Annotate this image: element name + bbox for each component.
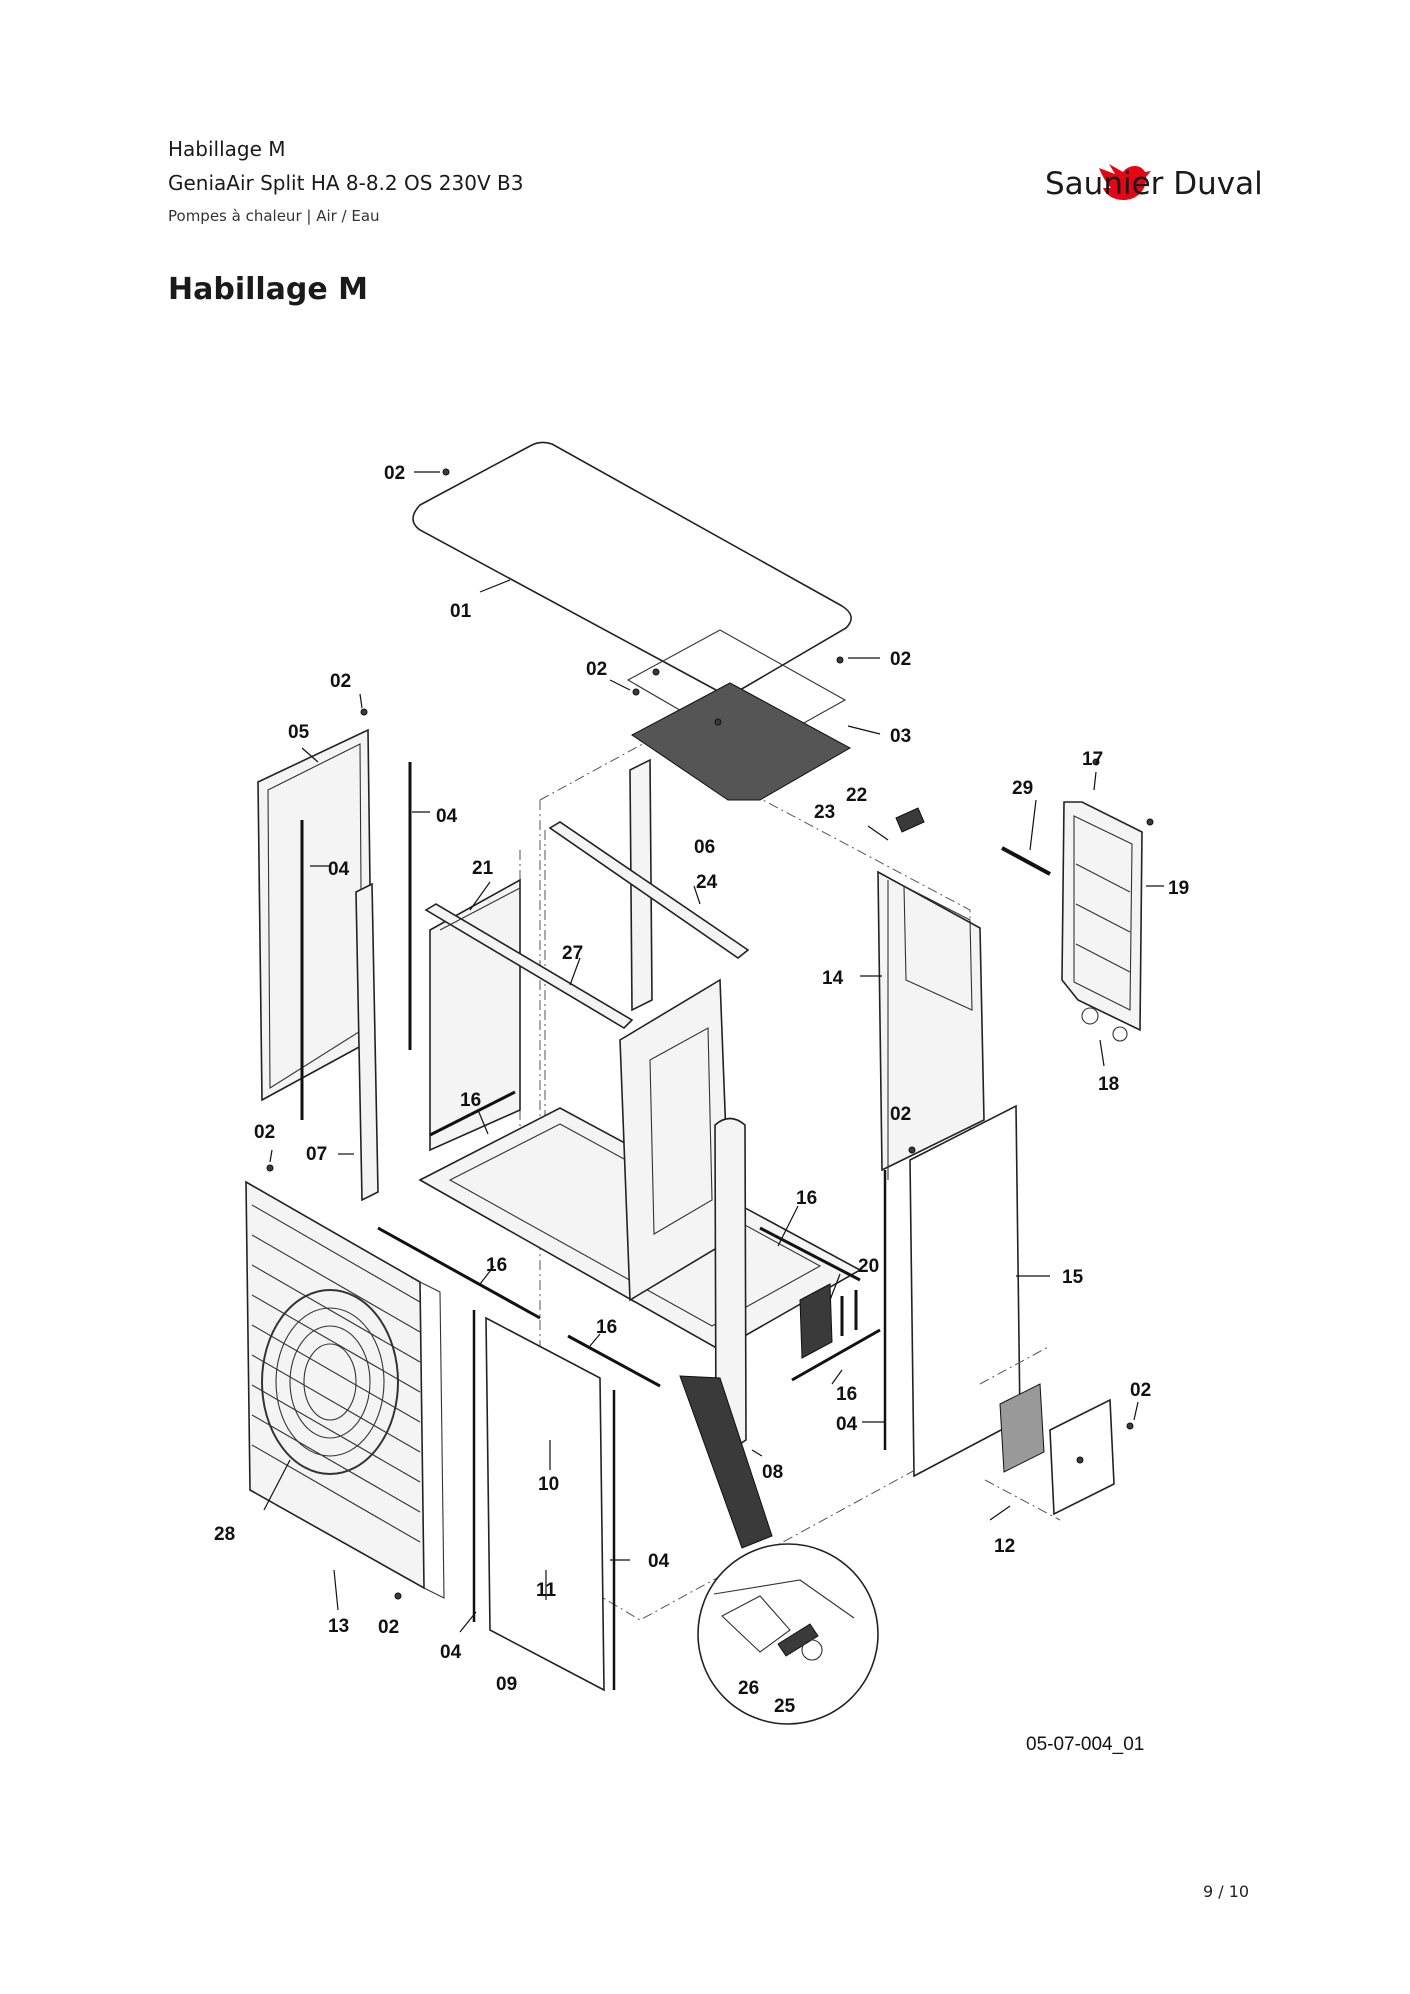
label-02: 02 bbox=[890, 1104, 911, 1125]
fan-guard-circle bbox=[261, 1289, 399, 1475]
label-09: 09 bbox=[496, 1674, 517, 1695]
left-corner-post bbox=[355, 882, 379, 1202]
screws bbox=[266, 468, 1154, 1600]
right-side-panel bbox=[877, 870, 985, 1172]
label-12: 12 bbox=[994, 1536, 1015, 1557]
label-18: 18 bbox=[1098, 1074, 1119, 1095]
label-04: 04 bbox=[648, 1551, 670, 1572]
label-10: 10 bbox=[538, 1474, 559, 1495]
label-04: 04 bbox=[436, 806, 458, 827]
label-02: 02 bbox=[254, 1122, 275, 1143]
label-13: 13 bbox=[328, 1616, 349, 1637]
label-26: 26 bbox=[738, 1678, 759, 1699]
header-section-name: Habillage M bbox=[168, 137, 286, 161]
label-23: 23 bbox=[814, 802, 835, 823]
top-crossbar-24 bbox=[548, 821, 750, 959]
part-labels: 02 01 02 02 03 02 05 17 29 22 23 04 06 0… bbox=[214, 463, 1189, 1755]
label-16: 16 bbox=[460, 1090, 481, 1111]
label-04: 04 bbox=[836, 1414, 858, 1435]
label-02: 02 bbox=[384, 463, 405, 484]
label-01: 01 bbox=[450, 601, 472, 622]
brand-name: Saunier Duval bbox=[1045, 166, 1263, 202]
label-02: 02 bbox=[1130, 1380, 1151, 1401]
label-16: 16 bbox=[796, 1188, 817, 1209]
label-28: 28 bbox=[214, 1524, 235, 1545]
label-16: 16 bbox=[486, 1255, 507, 1276]
page-number: 9 / 10 bbox=[1203, 1882, 1250, 1901]
label-21: 21 bbox=[472, 858, 494, 879]
label-15: 15 bbox=[1062, 1267, 1084, 1288]
label-08: 08 bbox=[762, 1462, 783, 1483]
label-14: 14 bbox=[822, 968, 844, 989]
label-02: 02 bbox=[890, 649, 911, 670]
left-side-frame bbox=[257, 728, 373, 1102]
leader-lines bbox=[263, 471, 1164, 1633]
service-cover bbox=[1061, 801, 1143, 1032]
label-24: 24 bbox=[696, 872, 718, 893]
label-02: 02 bbox=[586, 659, 607, 680]
page-title: Habillage M bbox=[168, 272, 369, 307]
label-27: 27 bbox=[562, 943, 583, 964]
insulation-tray bbox=[631, 682, 852, 801]
label-19: 19 bbox=[1168, 878, 1189, 899]
label-16: 16 bbox=[836, 1384, 857, 1405]
label-25: 25 bbox=[774, 1696, 796, 1717]
label-16: 16 bbox=[596, 1317, 617, 1338]
label-22: 22 bbox=[846, 785, 867, 806]
label-06: 06 bbox=[694, 837, 715, 858]
label-17: 17 bbox=[1082, 749, 1103, 770]
terminal-cover bbox=[1049, 1398, 1115, 1516]
label-11: 11 bbox=[536, 1580, 557, 1601]
top-crossbar-27 bbox=[424, 903, 634, 1030]
label-04: 04 bbox=[328, 859, 350, 880]
label-03: 03 bbox=[890, 726, 911, 747]
valve-bracket bbox=[799, 1283, 833, 1359]
label-05: 05 bbox=[288, 722, 310, 743]
front-panel bbox=[485, 1316, 605, 1692]
connector-22 bbox=[895, 807, 925, 833]
header-product-name: GeniaAir Split HA 8-8.2 OS 230V B3 bbox=[168, 171, 524, 195]
drawing-reference: 05-07-004_01 bbox=[1026, 1734, 1144, 1755]
header-category: Pompes à chaleur | Air / Eau bbox=[168, 207, 380, 225]
bird-logo-icon bbox=[1099, 164, 1151, 200]
label-29: 29 bbox=[1012, 778, 1033, 799]
top-cover bbox=[412, 441, 852, 695]
label-04: 04 bbox=[440, 1642, 462, 1663]
label-02: 02 bbox=[330, 671, 351, 692]
label-02: 02 bbox=[378, 1617, 399, 1638]
label-07: 07 bbox=[306, 1144, 327, 1165]
terminal-block bbox=[999, 1383, 1045, 1473]
detail-pointer bbox=[679, 1375, 773, 1549]
label-20: 20 bbox=[858, 1256, 879, 1277]
